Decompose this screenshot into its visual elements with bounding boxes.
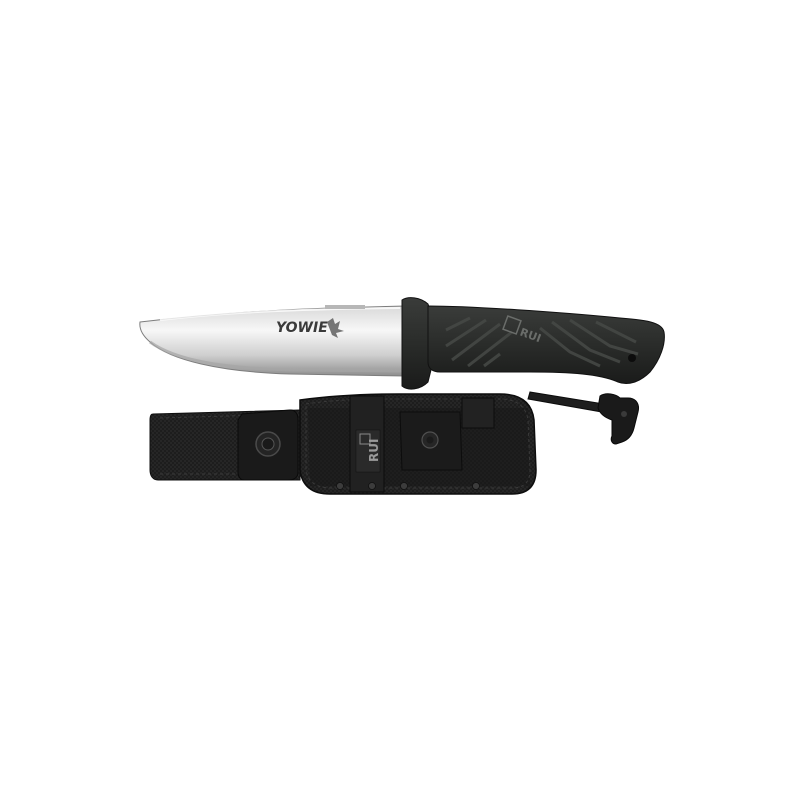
svg-text:RUI: RUI xyxy=(367,439,381,462)
lanyard-hole xyxy=(628,354,636,362)
knife: YOWIE xyxy=(139,297,665,390)
etching-splash-icon xyxy=(327,318,344,338)
blade-etching: YOWIE xyxy=(276,320,328,336)
sheath-rivets xyxy=(336,482,480,490)
sheath-snap-strap xyxy=(237,409,299,481)
sheath-logo-patch: RUI xyxy=(355,429,381,473)
knife-handle: RUI xyxy=(427,305,665,385)
firesteel-icon xyxy=(527,391,639,445)
sheath-belt-loop xyxy=(461,397,495,429)
knife-blade xyxy=(139,305,406,377)
handle-grip-ridges xyxy=(445,316,639,368)
sheath: RUI xyxy=(149,393,537,495)
